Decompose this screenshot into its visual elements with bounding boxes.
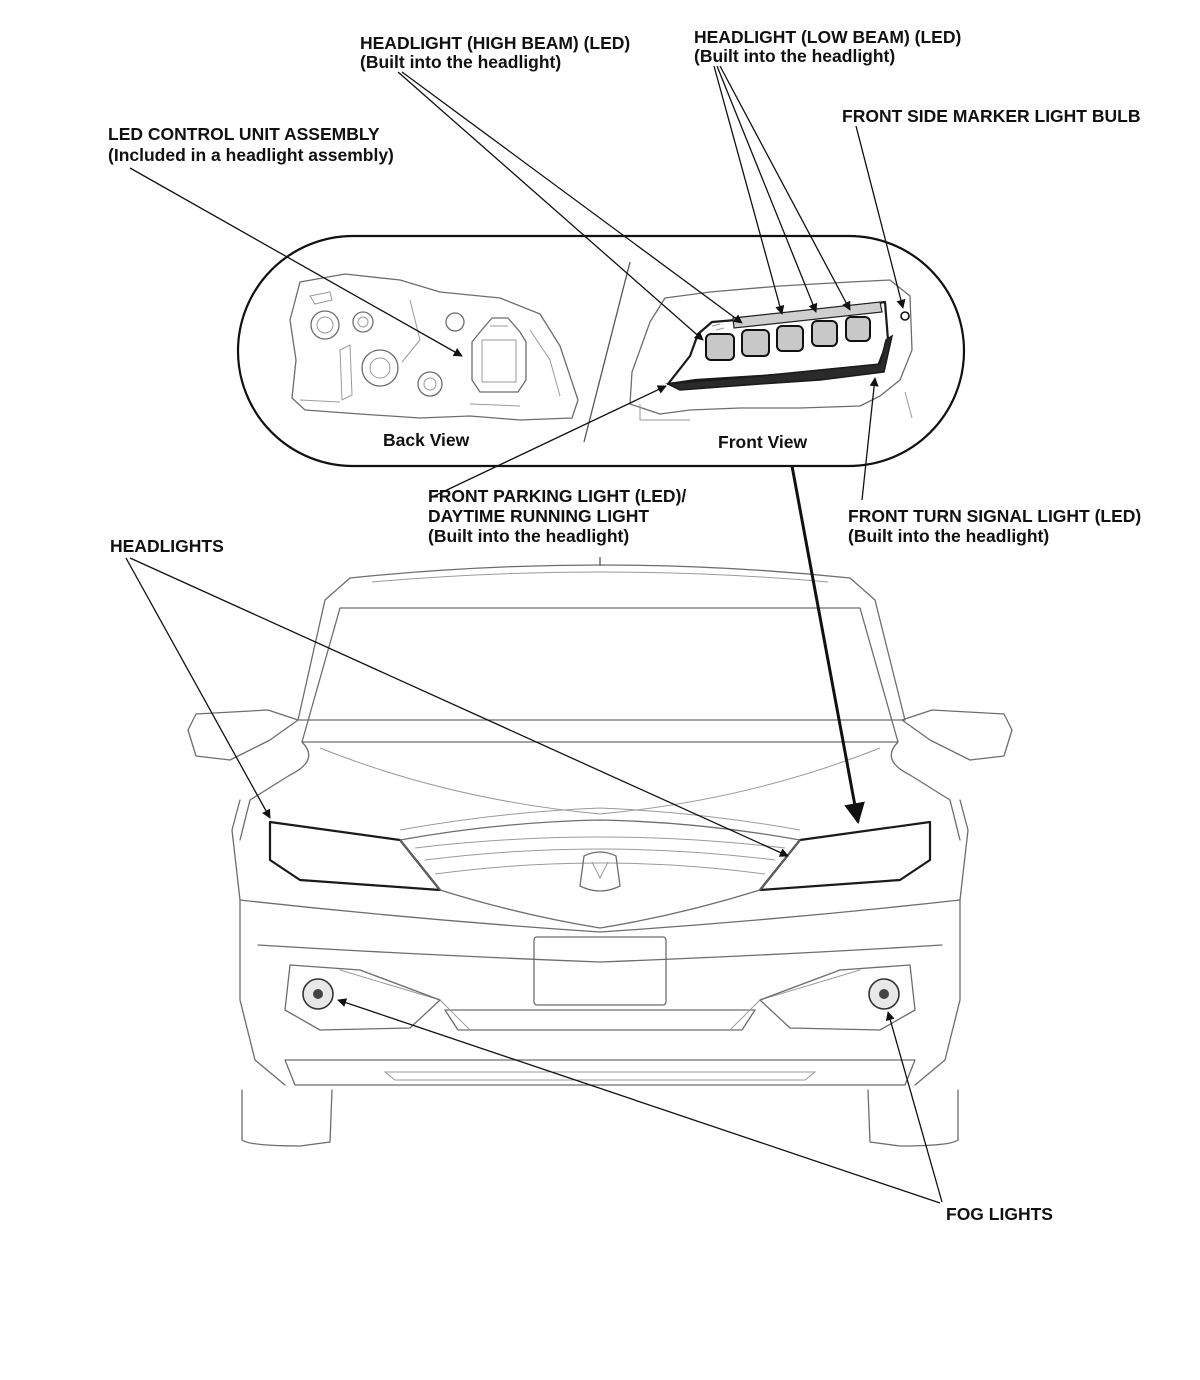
parking-light-label-1: FRONT PARKING LIGHT (LED)/	[428, 486, 686, 506]
back-view-label: Back View	[383, 430, 470, 450]
fog-lights-label: FOG LIGHTS	[946, 1204, 1053, 1224]
low-beam-led-1	[741, 329, 770, 357]
low-beam-led-4	[845, 316, 871, 342]
labels: HEADLIGHT (HIGH BEAM) (LED) (Built into …	[108, 27, 1141, 1224]
side-marker-label: FRONT SIDE MARKER LIGHT BULB	[842, 106, 1140, 126]
callout-frame	[236, 234, 966, 468]
low-beam-label-1: HEADLIGHT (LOW BEAM) (LED)	[694, 27, 961, 47]
left-headlight	[268, 820, 442, 892]
right-headlight	[758, 820, 932, 892]
turn-signal-label-1: FRONT TURN SIGNAL LIGHT (LED)	[848, 506, 1141, 526]
front-view-label: Front View	[718, 432, 808, 452]
high-beam-label-1: HEADLIGHT (HIGH BEAM) (LED)	[360, 33, 630, 53]
led-control-label-2: (Included in a headlight assembly)	[108, 145, 394, 165]
car-front-view	[187, 557, 1013, 1147]
low-beam-label-2: (Built into the headlight)	[694, 46, 895, 66]
detail-callout	[236, 234, 966, 468]
low-beam-led-2	[776, 325, 804, 352]
parking-light-label-2: DAYTIME RUNNING LIGHT	[428, 506, 649, 526]
low-beam-led-3	[811, 320, 838, 347]
parking-drl-strip	[665, 334, 894, 391]
turn-signal-label-2: (Built into the headlight)	[848, 526, 1049, 546]
view-divider	[583, 261, 631, 443]
high-beam-led	[705, 333, 735, 361]
leader-lines	[125, 65, 943, 1204]
back-view-headlight	[289, 273, 579, 421]
side-marker-bulb	[900, 311, 910, 321]
parking-light-label-3: (Built into the headlight)	[428, 526, 629, 546]
led-control-label-1: LED CONTROL UNIT ASSEMBLY	[108, 124, 380, 144]
high-beam-label-2: (Built into the headlight)	[360, 52, 561, 72]
headlights-label: HEADLIGHTS	[110, 536, 224, 556]
license-plate	[533, 936, 667, 1006]
